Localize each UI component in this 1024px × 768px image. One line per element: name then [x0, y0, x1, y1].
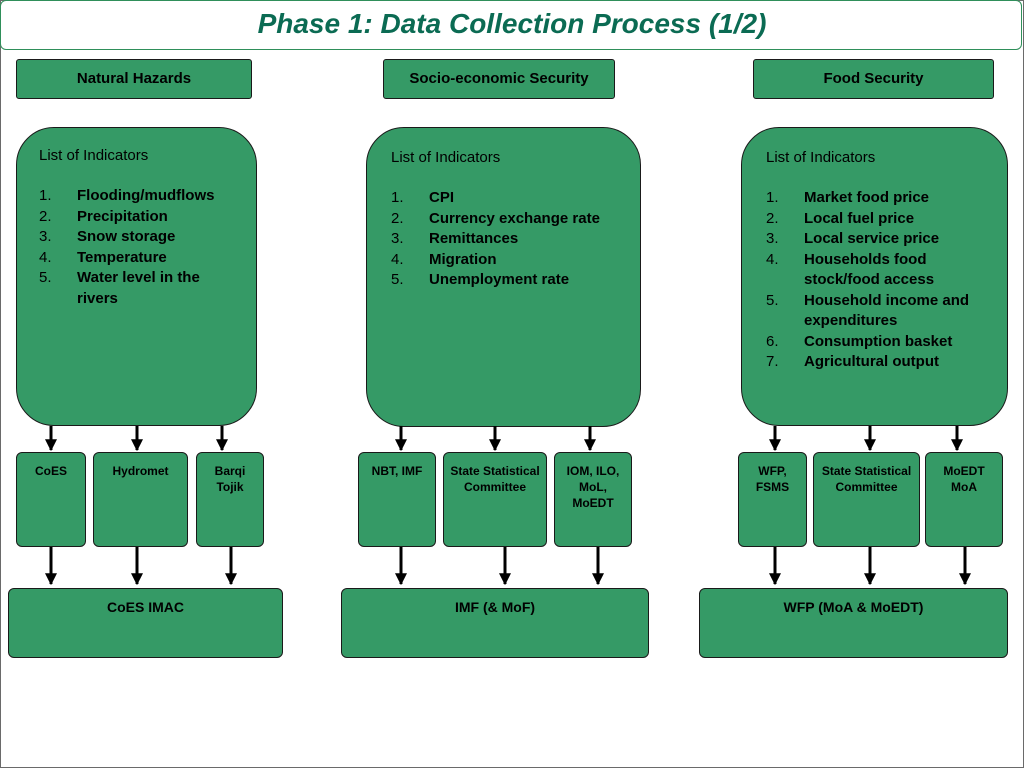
destination-wfp-moa-moedt: WFP (MoA & MoEDT): [699, 588, 1008, 658]
indicator-item: 2.Local fuel price: [766, 209, 915, 227]
source-wfp-fsms: WFP, FSMS: [738, 452, 807, 547]
source-nbt-imf: NBT, IMF: [358, 452, 436, 547]
indicator-list-title: List of Indicators: [766, 149, 876, 166]
indicator-item: 3.Local service price: [766, 230, 940, 247]
indicator-item: 1.CPI: [391, 189, 455, 206]
indicator-item: 7.Agricultural output: [766, 353, 939, 370]
page-title: Phase 1: Data Collection Process (1/2): [257, 8, 767, 39]
indicator-item: 4.Migration: [391, 250, 497, 268]
indicator-list-natural-hazards: List of Indicators 1.Flooding/mudflows 2…: [16, 127, 257, 426]
indicator-item: 5.Household income and expenditures: [766, 291, 970, 330]
indicator-list-socio-economic: List of Indicators 1.CPI 2.Currency exch…: [366, 127, 641, 427]
indicator-item: 5.Unemployment rate: [391, 271, 570, 288]
indicator-item: 2.Precipitation: [39, 207, 168, 225]
indicator-list-title: List of Indicators: [39, 147, 149, 164]
source-state-statistical-committee: State Statistical Committee: [813, 452, 920, 547]
indicator-item: 4.Temperature: [39, 248, 167, 266]
indicator-list-food-security: List of Indicators 1.Market food price 2…: [741, 127, 1008, 426]
indicator-item: 4.Households food stock/food access: [766, 250, 935, 289]
indicator-item: 5.Water level in the rivers: [39, 269, 200, 307]
source-hydromet: Hydromet: [93, 452, 188, 547]
header-natural-hazards: Natural Hazards: [16, 59, 252, 99]
indicator-item: 6.Consumption basket: [766, 332, 953, 350]
indicator-item: 3.Snow storage: [39, 228, 176, 245]
header-socio-economic-security: Socio-economic Security: [383, 59, 615, 99]
source-coes: CoES: [16, 452, 86, 547]
header-food-security: Food Security: [753, 59, 994, 99]
indicator-list-title: List of Indicators: [391, 149, 501, 166]
source-iom-ilo-mol-moedt: IOM, ILO, MoL, MoEDT: [554, 452, 632, 547]
source-state-statistical-committee: State Statistical Committee: [443, 452, 547, 547]
destination-imf-mof: IMF (& MoF): [341, 588, 649, 658]
source-moedt-moa: MoEDT MoA: [925, 452, 1003, 547]
indicator-item: 1.Market food price: [766, 189, 930, 206]
indicator-item: 1.Flooding/mudflows: [39, 187, 215, 204]
indicator-item: 3.Remittances: [391, 230, 519, 247]
title-bar: [0, 0, 1022, 50]
destination-coes-imac: CoES IMAC: [8, 588, 283, 658]
source-barqi-tojik: Barqi Tojik: [196, 452, 264, 547]
indicator-item: 2.Currency exchange rate: [391, 209, 600, 227]
